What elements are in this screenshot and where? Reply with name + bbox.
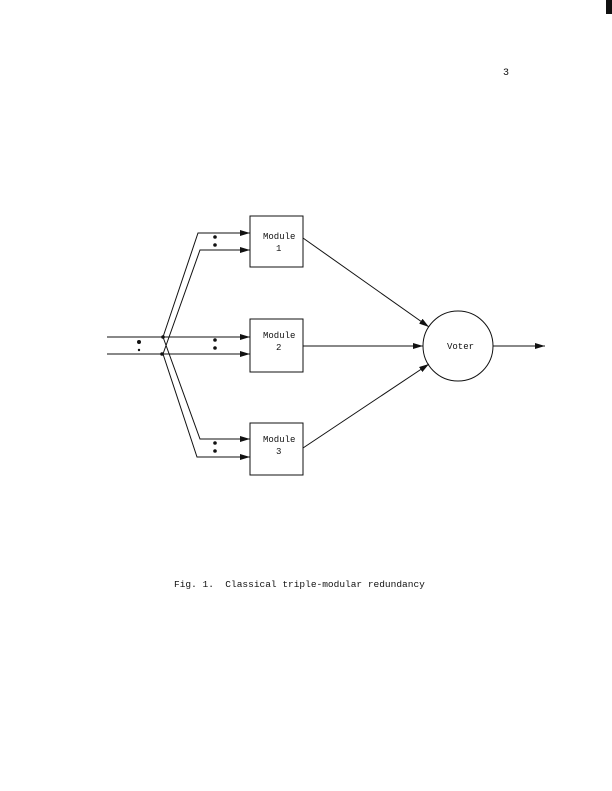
page-number: 3 xyxy=(503,68,510,79)
ellipsis-dot xyxy=(213,338,217,342)
junction-dot xyxy=(160,352,164,356)
voter-label: Voter xyxy=(447,342,474,352)
module-1-label: Module xyxy=(263,232,295,242)
ellipsis-dot xyxy=(137,340,141,344)
module-2-number: 2 xyxy=(276,343,281,353)
ellipsis-dot xyxy=(213,235,217,239)
module-3-label: Module xyxy=(263,435,295,445)
ellipsis-dot xyxy=(213,346,217,350)
fan-to-module1-b xyxy=(162,247,250,355)
fan-to-module3-b xyxy=(162,353,250,460)
ellipsis-dot xyxy=(213,441,217,445)
fan-to-module1-a xyxy=(162,230,250,338)
figure-caption: Fig. 1. Classical triple-modular redunda… xyxy=(174,579,425,590)
ellipsis-dot xyxy=(137,348,141,352)
module1-to-voter xyxy=(302,237,430,328)
scan-mark xyxy=(606,0,612,14)
module-1-number: 1 xyxy=(276,244,281,254)
module-3-box xyxy=(249,422,304,476)
fan-to-module3-a xyxy=(162,336,250,442)
module-2-label: Module xyxy=(263,331,295,341)
module-3-number: 3 xyxy=(276,447,281,457)
module-1-box xyxy=(249,215,304,268)
junction-dot xyxy=(161,335,165,339)
module3-to-voter xyxy=(302,363,430,449)
ellipsis-dot xyxy=(213,449,217,453)
ellipsis-dot xyxy=(213,243,217,247)
